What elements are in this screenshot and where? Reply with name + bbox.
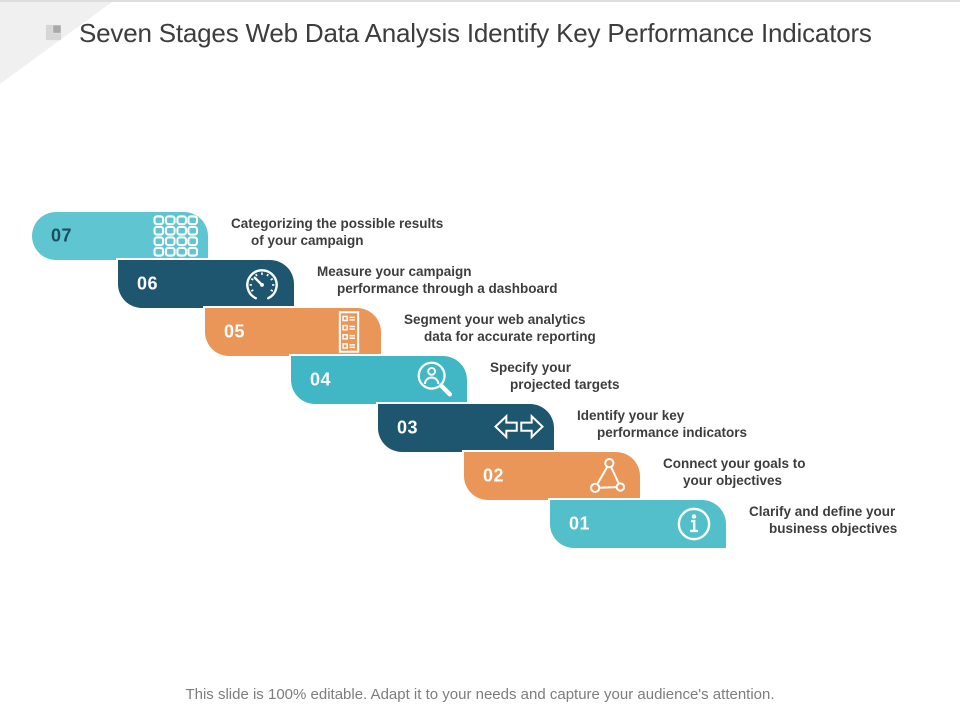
stage-number: 02 [483,465,505,486]
stage-label-line2: data for accurate reporting [424,329,596,344]
stage-label-line2: of your campaign [251,233,364,248]
stage-row-06: 06 Measure your campaign performance thr… [118,260,960,308]
stage-row-04: 04 Specify your projected targets [291,356,960,404]
stage-bar-06[interactable]: 06 [118,260,294,308]
stage-label-line1: Measure your campaign [317,264,472,279]
stage-row-01: 01 Clarify and define your business obje… [550,500,960,548]
stage-label: Specify your projected targets [490,359,620,393]
title-row: Seven Stages Web Data Analysis Identify … [38,18,872,49]
stage-label-line1: Specify your [490,360,572,375]
left-right-arrows-icon [491,406,547,450]
stage-row-02: 02 Connect your goals to your objectives [464,452,960,500]
stage-label-line2: business objectives [769,521,898,536]
stage-number: 06 [137,273,159,294]
gauge-icon [239,262,285,306]
stage-bar-05[interactable]: 05 [205,308,381,356]
double-chevron-icon [38,20,66,48]
stage-label: Identify your key performance indicators [577,407,747,441]
stage-label: Segment your web analytics data for accu… [404,311,596,345]
stage-row-03: 03 Identify your key performance indicat… [378,404,960,452]
stage-row-05: 05 Segment your web analytics data for a… [205,308,960,356]
network-triangle-icon [585,454,631,498]
stage-label-line1: Identify your key [577,408,685,423]
footer-note: This slide is 100% editable. Adapt it to… [185,686,775,703]
stage-number: 04 [310,369,332,390]
stage-bar-07[interactable]: 07 [32,212,208,260]
search-person-icon [412,358,458,402]
stage-label-line2: your objectives [683,473,783,488]
stage-label-line2: projected targets [510,377,620,392]
stage-bar-03[interactable]: 03 [378,404,554,452]
stage-bar-02[interactable]: 02 [464,452,640,500]
stage-label: Clarify and define your business objecti… [749,503,897,537]
checklist-icon [326,310,372,354]
stage-label: Connect your goals to your objectives [663,455,806,489]
stage-label-line2: performance through a dashboard [337,281,558,296]
stage-label-line1: Segment your web analytics [404,312,586,327]
stage-bar-04[interactable]: 04 [291,356,467,404]
stage-number: 01 [569,513,591,534]
stage-label-line2: performance indicators [597,425,748,440]
stage-label-line1: Clarify and define your [749,504,896,519]
stage-number: 05 [224,321,246,342]
stage-label: Categorizing the possible results of you… [231,215,443,249]
stage-bar-01[interactable]: 01 [550,500,726,548]
stage-row-07: 07 Categorizing the possible results of … [32,212,960,260]
stage-label: Measure your campaign performance throug… [317,263,558,297]
info-icon [671,502,717,546]
stage-label-line1: Categorizing the possible results [231,216,444,231]
stage-number: 07 [51,225,73,246]
grid-icon [153,214,199,258]
stage-label-line1: Connect your goals to [663,456,806,471]
stage-number: 03 [397,417,419,438]
page-title: Seven Stages Web Data Analysis Identify … [79,18,872,48]
